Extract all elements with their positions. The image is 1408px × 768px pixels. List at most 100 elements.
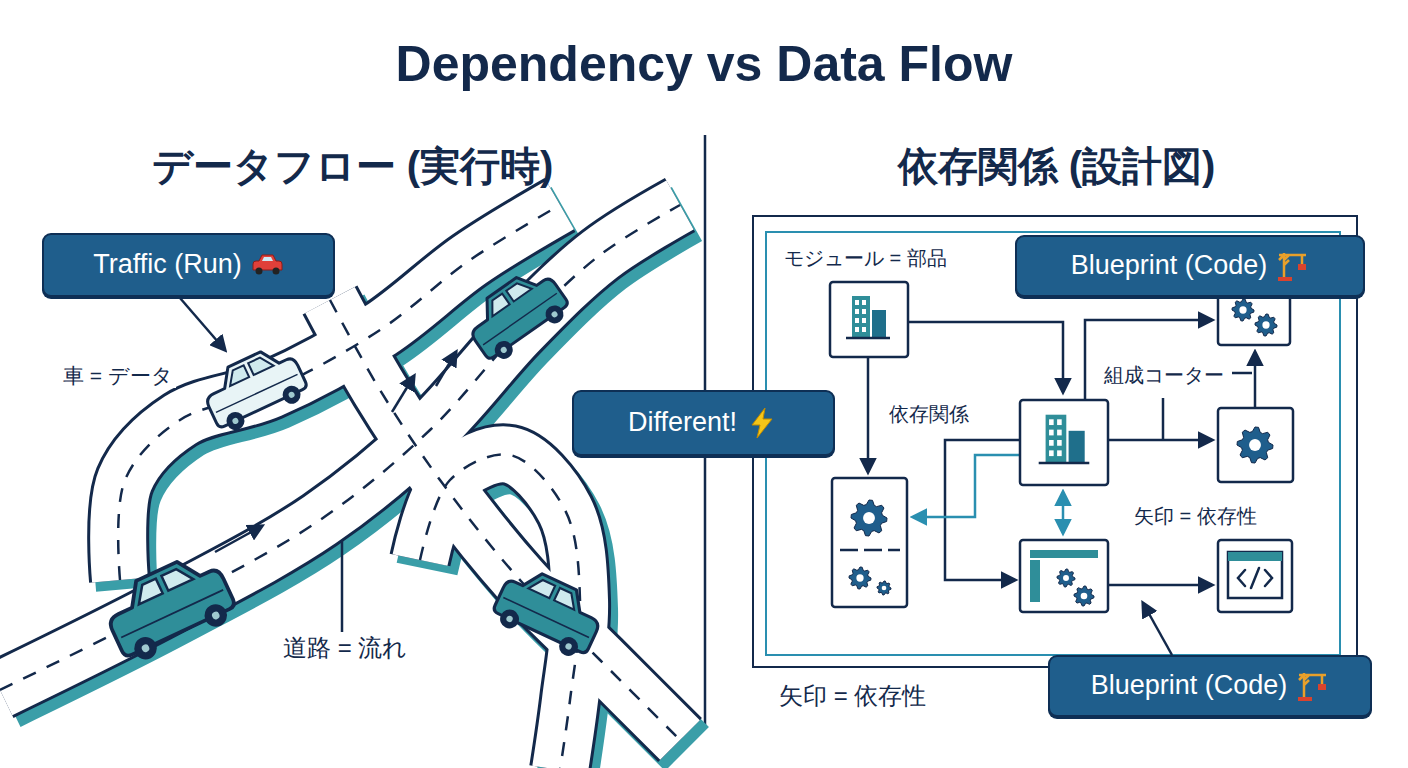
crane-load [1298, 264, 1306, 270]
gear-hole [1081, 593, 1088, 600]
car-hub [550, 310, 558, 318]
crane-frame [1279, 253, 1306, 279]
callout-text: Blueprint (Code) [1071, 250, 1268, 281]
callout-text: Different! [628, 407, 737, 438]
building-base [1039, 462, 1090, 465]
dependency-arrow [1254, 352, 1257, 408]
car-hub [505, 615, 513, 623]
leader-arrow [1143, 603, 1172, 655]
gear-hole [1239, 306, 1246, 313]
car-icon-wheel [255, 268, 262, 275]
dependency-arrow [1108, 439, 1212, 442]
leader-line [341, 540, 344, 632]
road-illustration [0, 205, 687, 768]
car-window [225, 365, 250, 386]
car-icon-body [253, 255, 282, 270]
section-heading: 依存関係 (設計図) [705, 143, 1408, 189]
callout-box: Blueprint (Code) [1015, 235, 1365, 297]
car-window [161, 564, 193, 590]
building-window [862, 309, 866, 314]
flow-arrow [392, 376, 414, 412]
bolt-icon [745, 406, 779, 440]
crane-icon [1275, 249, 1309, 283]
gear-hole [1262, 321, 1269, 328]
bolt-symbol [752, 408, 772, 438]
callout-text: Traffic (Run) [93, 249, 242, 280]
building-window [862, 327, 866, 332]
building-window [1057, 430, 1062, 436]
dependency-arrow [1108, 584, 1212, 587]
car [488, 561, 608, 663]
building-window [862, 300, 866, 305]
car-hub [141, 643, 151, 653]
flow-arrow [436, 352, 456, 386]
gear-icon [1057, 569, 1075, 587]
road-surface [330, 300, 680, 740]
gear-icon [851, 500, 887, 536]
gear-hole [863, 512, 875, 524]
layout-sidebar [1030, 560, 1040, 602]
crane-frame [1299, 673, 1326, 699]
car-hub [500, 346, 508, 354]
building-window [855, 318, 859, 323]
dependency-arrow [1085, 320, 1212, 400]
car-icon-wheel [272, 268, 279, 275]
car-window [132, 579, 163, 605]
building-window [1057, 440, 1062, 446]
section-heading: データフロー (実行時) [0, 143, 705, 189]
flow-arrow [215, 526, 262, 552]
gear-icon [877, 581, 891, 595]
car [197, 340, 312, 437]
gear-hole [882, 586, 887, 591]
car-trim [483, 293, 557, 345]
building-base [846, 337, 890, 340]
car [98, 547, 241, 668]
pointer-line [1232, 372, 1252, 375]
dependency-arrow [1062, 492, 1065, 533]
car-wheel [542, 302, 567, 327]
building-window [1049, 419, 1054, 425]
car-icon [250, 248, 284, 282]
crane-base [1298, 697, 1312, 701]
layout-bar [1030, 550, 1098, 558]
car-body [98, 547, 236, 658]
module-box [1020, 540, 1108, 612]
car-hub [564, 642, 572, 650]
car-body [492, 561, 608, 654]
module-box [830, 282, 908, 357]
module-box [1020, 400, 1108, 485]
car-hub [211, 611, 221, 621]
car [459, 261, 574, 367]
car-body [459, 261, 569, 360]
car-window [528, 576, 555, 598]
car-wheel [223, 409, 247, 433]
diagram-title: Dependency vs Data Flow [0, 36, 1408, 94]
gear-icon [1255, 314, 1277, 336]
building-window [855, 309, 859, 314]
legend-note: 道路 = 流れ [280, 634, 410, 662]
leader-arrow [180, 298, 225, 350]
callout-box: Traffic (Run) [42, 233, 335, 297]
gear-icon [1074, 586, 1094, 606]
separator [840, 549, 900, 552]
car-wheel [280, 383, 304, 407]
frame-label: 依存関係 [887, 403, 971, 426]
callout-box: Blueprint (Code) [1048, 655, 1372, 717]
building-window [1049, 450, 1054, 456]
module-box [1218, 540, 1292, 612]
legend-note: 車 = データ [60, 364, 176, 388]
car-body [197, 340, 308, 429]
dependency-arrow [867, 357, 870, 472]
building-window [855, 327, 859, 332]
gear-hole [1063, 575, 1069, 581]
car-wheel [491, 337, 516, 362]
callout-text: Blueprint (Code) [1091, 670, 1288, 701]
legend-note: 矢印 = 依存性 [776, 682, 929, 710]
crane-base [1278, 277, 1292, 281]
car-window [248, 354, 273, 375]
code-symbol [1238, 568, 1272, 588]
gear-icon [1237, 427, 1273, 463]
module-box [832, 478, 907, 607]
car-window [506, 278, 531, 301]
